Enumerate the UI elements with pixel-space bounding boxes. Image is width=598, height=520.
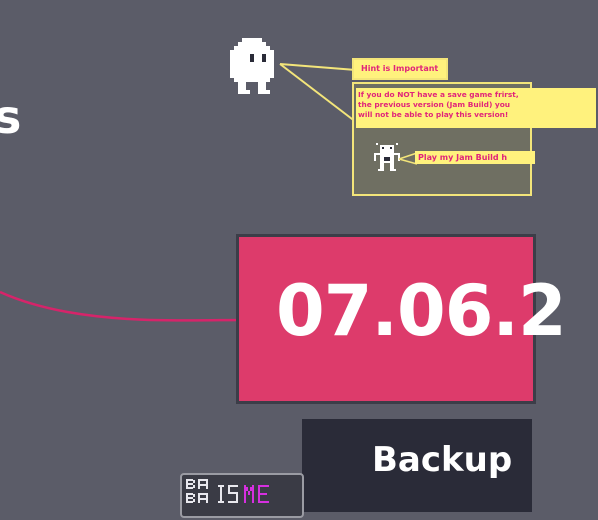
backup-button[interactable] (302, 419, 532, 512)
baba-is-me-logo (180, 473, 304, 518)
hint-title: Hint is Important (361, 64, 439, 73)
robot-character-icon (374, 143, 400, 171)
link-pointer-lines (398, 152, 418, 165)
game-canvas: s Hint is Important If you do NOT have a… (0, 38, 596, 518)
jam-build-link-label[interactable]: Play my Jam Build h (418, 153, 508, 162)
date-box (236, 234, 536, 404)
hint-title-tab (352, 58, 448, 80)
jam-build-link[interactable] (415, 151, 535, 164)
baba-is-me-logo-art (186, 479, 269, 503)
backup-button-label[interactable]: Backup (372, 440, 513, 480)
hint-body-text: If you do NOT have a save game frirst, t… (358, 90, 519, 119)
ghost-character-sprite (230, 38, 274, 94)
connector-curve (0, 290, 241, 322)
hint-body-background (356, 88, 596, 128)
partial-heading-text: s (0, 90, 22, 144)
date-text: 07.06.2 (276, 270, 567, 352)
hint-pointer-lines (279, 63, 357, 123)
